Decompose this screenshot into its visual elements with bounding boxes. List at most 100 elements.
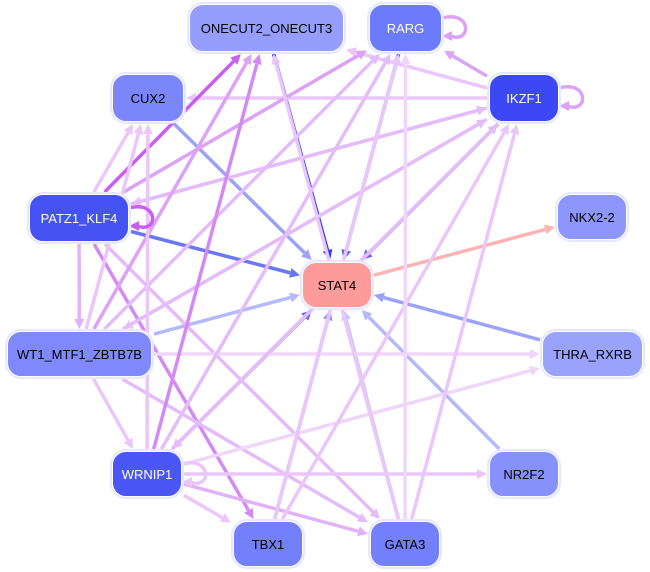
edge-patz1-klf4-to-onecut2-onecut3: [103, 54, 241, 194]
arrowhead: [242, 54, 252, 66]
node-label: NKX2-2: [569, 209, 615, 225]
node-wt1-mtf1-zbtb7b[interactable]: WT1_MTF1_ZBTB7B: [7, 331, 152, 377]
arrowhead: [346, 47, 357, 58]
arrowhead: [129, 221, 139, 231]
edge-gata3-to-rarg: [400, 54, 411, 520]
edge-wt1-mtf1-zbtb7b-to-stat4: [153, 292, 300, 336]
arrowhead: [559, 101, 569, 111]
edge-wrnip1-to-thra-rxrb: [183, 365, 540, 466]
arrowhead: [369, 508, 380, 519]
node-label: IKZF1: [506, 90, 542, 106]
edge-line: [152, 63, 259, 450]
edge-wrnip1-to-onecut2-onecut3: [152, 54, 262, 450]
edge-cux2-to-stat4: [173, 122, 312, 260]
self-loop-patz1-klf4: [128, 205, 155, 231]
edge-wrnip1-to-tbx1: [183, 493, 231, 523]
node-wrnip1[interactable]: WRNIP1: [112, 451, 182, 497]
edge-line: [409, 133, 517, 520]
node-nkx2-2[interactable]: NKX2-2: [557, 194, 627, 240]
arrowhead: [444, 50, 456, 61]
edge-stat4-to-nkx2-2: [373, 224, 555, 277]
edge-line: [159, 61, 387, 450]
node-label: TBX1: [251, 536, 285, 552]
loop-path: [181, 461, 208, 485]
loop-path: [441, 15, 468, 39]
self-loop-ikzf1: [558, 85, 585, 111]
arrowhead: [530, 349, 540, 359]
edge-line: [183, 482, 359, 534]
edge-wt1-mtf1-zbtb7b-to-onecut2-onecut3: [92, 54, 252, 330]
node-tbx1[interactable]: TBX1: [233, 521, 303, 567]
node-ikzf1[interactable]: IKZF1: [489, 74, 559, 122]
edge-patz1-klf4-to-wt1-mtf1-zbtb7b: [74, 243, 85, 329]
arrowhead: [356, 513, 368, 523]
node-label: CUX2: [130, 90, 166, 106]
node-thra-rxrb[interactable]: THRA_RXRB: [542, 331, 643, 377]
node-cux2[interactable]: CUX2: [112, 74, 184, 122]
node-patz1-klf4[interactable]: PATZ1_KLF4: [29, 194, 129, 242]
self-loop-rarg: [441, 15, 468, 41]
arrowhead: [442, 31, 452, 41]
arrowhead: [400, 54, 411, 65]
edge-patz1-klf4-to-ikzf1: [130, 105, 487, 206]
edge-line: [92, 131, 130, 193]
arrowhead: [381, 54, 391, 66]
arrowhead: [271, 54, 281, 65]
edge-wrnip1-to-gata3: [183, 482, 368, 537]
arrowhead: [289, 268, 300, 278]
edge-nr2f2-to-stat4: [361, 310, 501, 451]
node-onecut2-onecut3[interactable]: ONECUT2_ONECUT3: [189, 4, 344, 52]
edge-line: [383, 295, 541, 342]
arrowhead: [529, 365, 540, 376]
edge-gata3-to-ikzf1: [409, 124, 520, 520]
arrowhead: [509, 124, 520, 135]
node-label: GATA3: [384, 536, 426, 552]
arrowhead: [391, 54, 401, 65]
arrowhead: [142, 124, 153, 135]
node-gata3[interactable]: GATA3: [370, 521, 440, 567]
arrowhead: [355, 50, 367, 60]
edge-wrnip1-to-nr2f2: [184, 469, 487, 479]
arrowhead: [476, 105, 487, 116]
edge-wt1-mtf1-zbtb7b-to-wrnip1: [92, 378, 133, 449]
edge-line: [122, 122, 480, 331]
arrowhead: [499, 124, 510, 136]
node-label: ONECUT2_ONECUT3: [200, 20, 333, 36]
node-nr2f2[interactable]: NR2F2: [489, 451, 559, 497]
edge-line: [367, 315, 501, 451]
arrowhead: [487, 124, 498, 135]
edge-line: [183, 493, 224, 520]
edge-line: [103, 242, 375, 514]
arrowhead: [301, 249, 312, 260]
arrowhead: [477, 469, 487, 479]
edge-patz1-klf4-to-gata3: [103, 242, 380, 519]
node-label: RARG: [386, 20, 425, 36]
arrowhead: [123, 437, 133, 449]
node-rarg[interactable]: RARG: [369, 4, 442, 52]
node-stat4[interactable]: STAT4: [302, 262, 372, 308]
arrowhead: [289, 292, 300, 303]
arrowhead: [374, 292, 385, 303]
arrowhead: [368, 54, 380, 65]
arrowhead: [182, 477, 192, 487]
loop-path: [558, 85, 585, 109]
edge-wrnip1-to-cux2: [142, 124, 153, 450]
edge-tbx1-to-ikzf1: [280, 124, 510, 520]
arrowhead: [74, 318, 85, 329]
arrowhead: [219, 513, 231, 523]
edge-patz1-klf4-to-stat4: [130, 229, 300, 278]
edge-line: [130, 229, 291, 275]
arrowhead: [123, 124, 134, 136]
arrowhead: [230, 54, 241, 65]
node-label: PATZ1_KLF4: [40, 210, 118, 226]
arrowhead: [244, 507, 254, 519]
edge-line: [451, 54, 488, 78]
edge-line: [373, 227, 546, 277]
arrowhead: [544, 224, 555, 235]
edge-patz1-klf4-to-cux2: [92, 124, 134, 193]
edge-wrnip1-to-rarg: [159, 54, 391, 450]
arrowhead: [357, 526, 368, 537]
edge-line: [153, 295, 291, 336]
edge-line: [280, 131, 506, 520]
edge-thra-rxrb-to-stat4: [374, 292, 541, 342]
